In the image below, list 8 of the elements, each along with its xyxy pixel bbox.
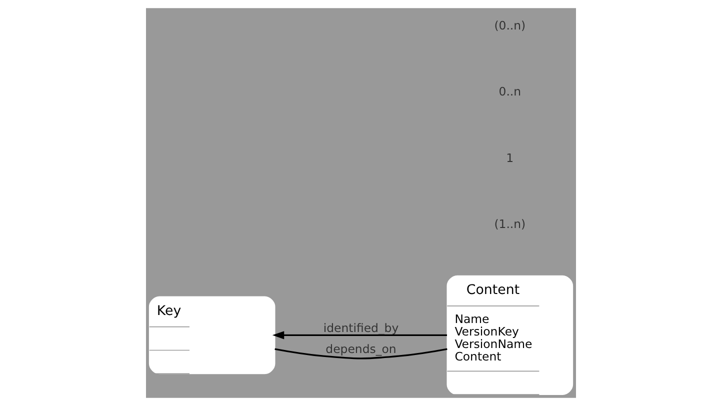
label: (1..n) xyxy=(494,216,526,231)
label: 1 xyxy=(506,150,514,165)
label: 0..n xyxy=(498,84,522,99)
label: (0..n) xyxy=(494,18,526,33)
arrow xyxy=(272,331,447,340)
edge-label: depends_on xyxy=(326,342,396,356)
connector xyxy=(274,348,448,360)
edge-label: identified_by xyxy=(323,321,399,335)
